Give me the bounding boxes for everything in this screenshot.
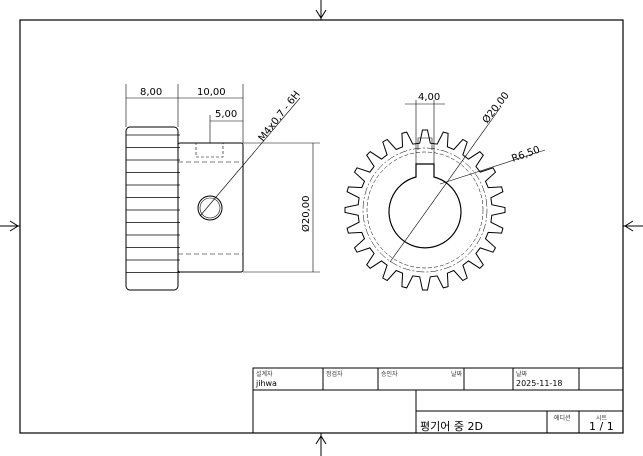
designer-value: jihwa — [256, 379, 277, 388]
approver-label: 승인자 — [381, 371, 398, 378]
sheet-value: 1 / 1 — [589, 420, 614, 433]
dim-thread: M4x0,7 - 6H — [257, 89, 303, 144]
date-label-1: 날짜 — [451, 371, 463, 378]
dim-gear-width: 8,00 — [140, 87, 162, 98]
checker-label: 정검자 — [326, 371, 343, 378]
revision-label: 에디션 — [554, 415, 571, 422]
dim-hub-width: 10,00 — [197, 87, 226, 98]
designer-label: 설계자 — [256, 371, 273, 378]
sheet-label: 시트 — [596, 415, 608, 422]
sheet-border — [19, 19, 624, 434]
side-view — [125, 84, 320, 291]
date-value: 2025-11-18 — [516, 379, 563, 388]
dim-bore-diameter: Ø20,00 — [480, 90, 512, 126]
dim-hub-diameter: Ø20,00 — [300, 196, 312, 233]
dim-keyway-width: 4,00 — [418, 92, 440, 103]
front-view — [344, 100, 546, 291]
title-block — [252, 367, 624, 434]
dim-hole-offset: 5,00 — [215, 109, 237, 120]
drawing-title: 평기어 중 2D — [420, 420, 483, 433]
date-label-2: 날짜 — [516, 371, 528, 378]
dim-radius: R6,50 — [510, 144, 541, 164]
